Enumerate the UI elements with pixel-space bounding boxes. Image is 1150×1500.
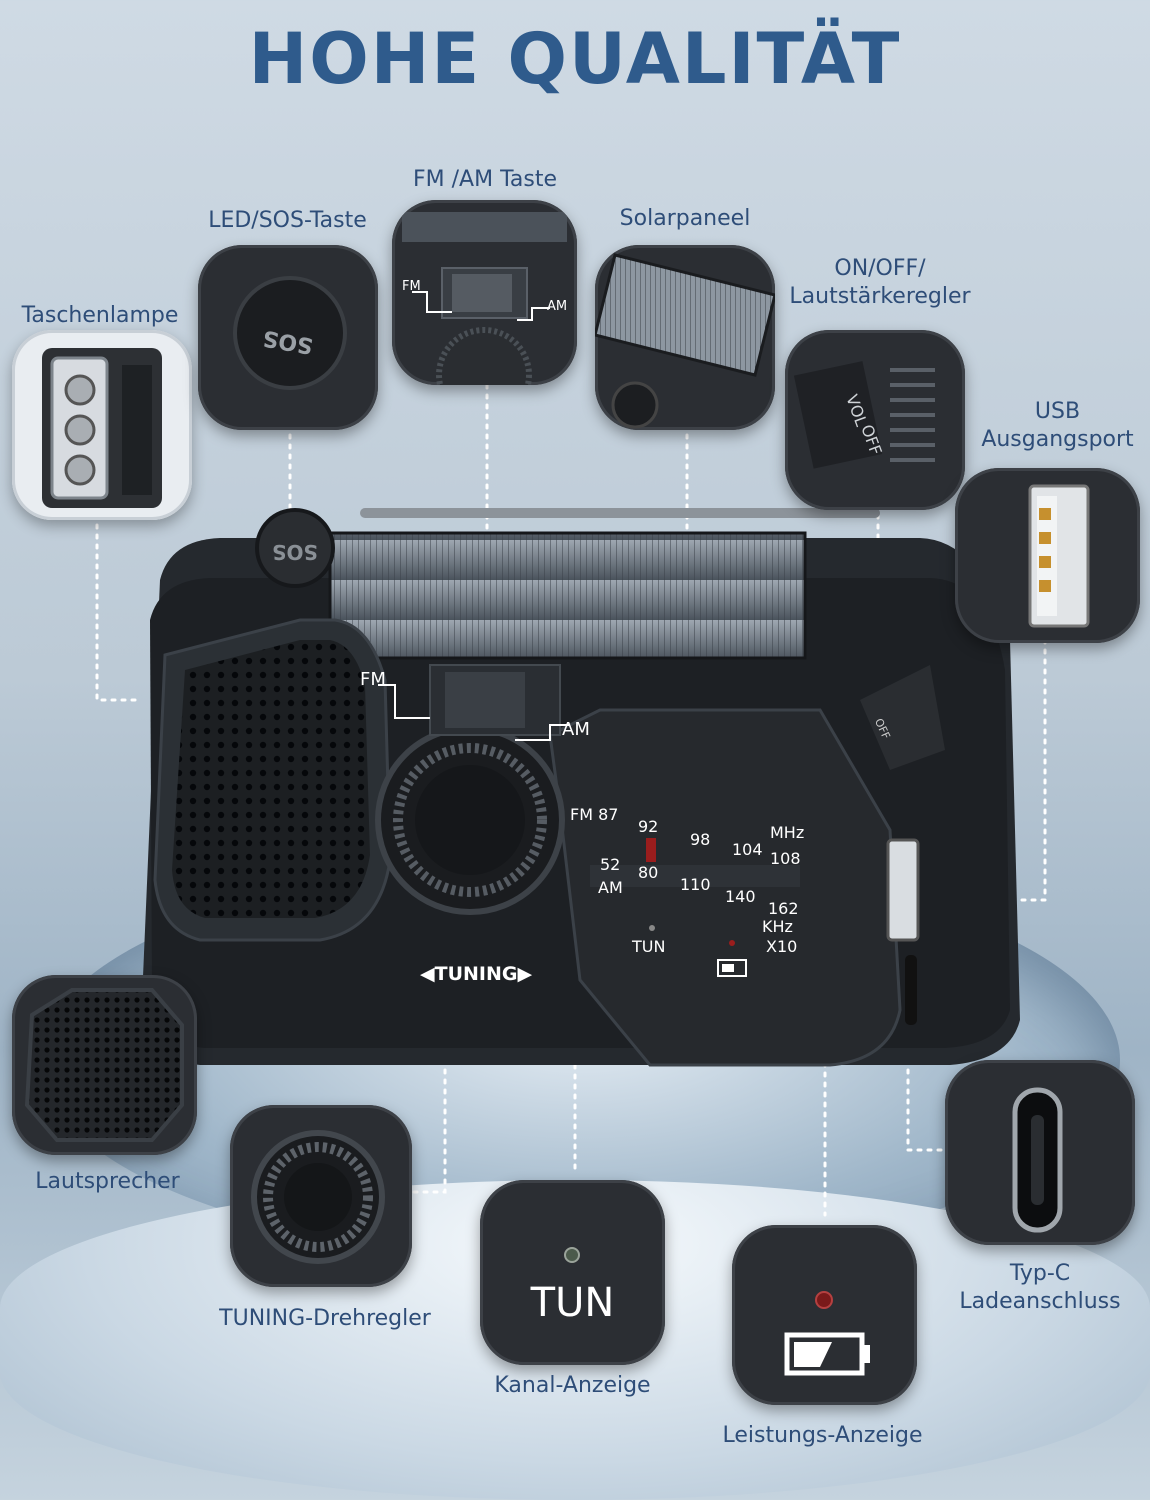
- page-title: HOHE QUALITÄT: [248, 18, 902, 100]
- flashlight-card: [12, 330, 192, 520]
- svg-text:108: 108: [770, 849, 801, 868]
- svg-text:98: 98: [690, 830, 710, 849]
- power-card: [732, 1225, 917, 1405]
- svg-text:FM 87: FM 87: [570, 805, 618, 824]
- svg-text:KHz: KHz: [762, 917, 793, 936]
- label-fm-am: FM /AM Taste: [413, 167, 557, 192]
- usb-card: [955, 468, 1140, 643]
- svg-text:TUN: TUN: [631, 937, 665, 956]
- volume-dial-icon: VOL OFF: [793, 361, 935, 469]
- fm-am-card: FM AM: [392, 200, 577, 385]
- svg-text:104: 104: [732, 840, 763, 859]
- label-kanal: Kanal-Anzeige: [494, 1373, 651, 1398]
- tun-indicator-icon: [564, 1247, 580, 1263]
- svg-text:80: 80: [638, 863, 658, 882]
- tuning-card: [230, 1105, 412, 1287]
- solar-card: [595, 245, 775, 430]
- fm-switch-label: FM: [360, 669, 386, 690]
- label-usb-line1: USB: [1034, 399, 1081, 424]
- label-typc: Typ-C Ladeanschluss: [940, 1260, 1140, 1316]
- sos-button-text: SOS: [272, 540, 318, 564]
- label-usb: USB Ausgangsport: [960, 398, 1150, 454]
- usb-port-icon: [1028, 484, 1090, 628]
- label-typc-line2: Ladeanschluss: [959, 1289, 1121, 1314]
- label-on-off-line1: ON/OFF/: [834, 256, 926, 281]
- sos-card: SOS: [198, 245, 378, 430]
- label-lautsprecher: Lautsprecher: [35, 1169, 180, 1194]
- am-switch-label: AM: [562, 719, 590, 740]
- battery-indicator-icon: [784, 1291, 870, 1376]
- typec-card: [945, 1060, 1135, 1245]
- label-solar: Solarpaneel: [619, 206, 751, 231]
- label-typc-line1: Typ-C: [1009, 1261, 1071, 1286]
- svg-text:AM: AM: [547, 299, 567, 314]
- label-taschenlampe: Taschenlampe: [21, 303, 179, 328]
- flashlight-icon: [42, 348, 162, 508]
- svg-text:92: 92: [638, 817, 658, 836]
- svg-text:52: 52: [600, 855, 620, 874]
- svg-text:FM: FM: [402, 279, 421, 294]
- label-on-off: ON/OFF/ Lautstärkeregler: [770, 255, 990, 311]
- label-on-off-line2: Lautstärkeregler: [789, 284, 971, 309]
- label-led-sos: LED/SOS-Taste: [208, 208, 367, 233]
- speaker-card: [12, 975, 197, 1155]
- tuning-label: ◀TUNING▶: [420, 963, 532, 985]
- volume-card: VOL OFF: [785, 330, 965, 510]
- tun-card: TUN: [480, 1180, 665, 1365]
- label-tuning: TUNING-Drehregler: [219, 1306, 431, 1331]
- sos-button-icon: SOS: [233, 276, 347, 390]
- label-leistung: Leistungs-Anzeige: [722, 1423, 923, 1448]
- label-usb-line2: Ausgangsport: [981, 427, 1134, 452]
- speaker-grille-icon: [24, 988, 184, 1142]
- svg-text:110: 110: [680, 875, 711, 894]
- svg-text:AM: AM: [598, 878, 623, 897]
- svg-text:140: 140: [725, 887, 756, 906]
- svg-text:X10: X10: [766, 937, 797, 956]
- radio-body: SOS FM AM ◀TUNING▶ FM 87 92 98 104 MHz 1…: [142, 508, 1020, 1067]
- tuning-knob-icon: [251, 1130, 385, 1264]
- svg-text:MHz: MHz: [770, 823, 804, 842]
- tun-card-label: TUN: [530, 1280, 615, 1326]
- usb-c-port-icon: [1012, 1087, 1063, 1233]
- solar-panel-icon: [595, 253, 775, 429]
- svg-text:162: 162: [768, 899, 799, 918]
- fm-am-switch-icon: FM AM: [402, 212, 567, 385]
